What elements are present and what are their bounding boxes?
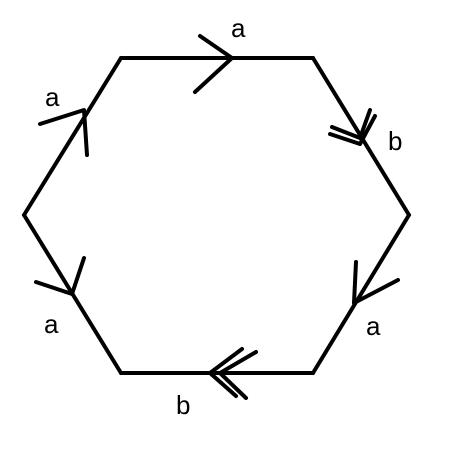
edge-lower-right: [311, 213, 411, 375]
arrow-upper-left-icon: [38, 108, 89, 157]
double-arrow-upper-right-icon: [328, 108, 377, 146]
label-upper-left: a: [45, 82, 60, 112]
edge-upper-left: [22, 56, 123, 217]
label-lower-left: a: [44, 309, 59, 339]
arrow-top-icon: [193, 34, 234, 94]
label-lower-right: a: [366, 311, 381, 341]
arrow-lower-left-icon: [34, 256, 86, 296]
arrow-lower-right-icon: [352, 260, 400, 305]
label-upper-right: b: [388, 126, 403, 156]
double-arrow-bottom-icon: [208, 347, 258, 400]
label-top: a: [231, 13, 246, 43]
label-bottom: b: [176, 390, 191, 420]
